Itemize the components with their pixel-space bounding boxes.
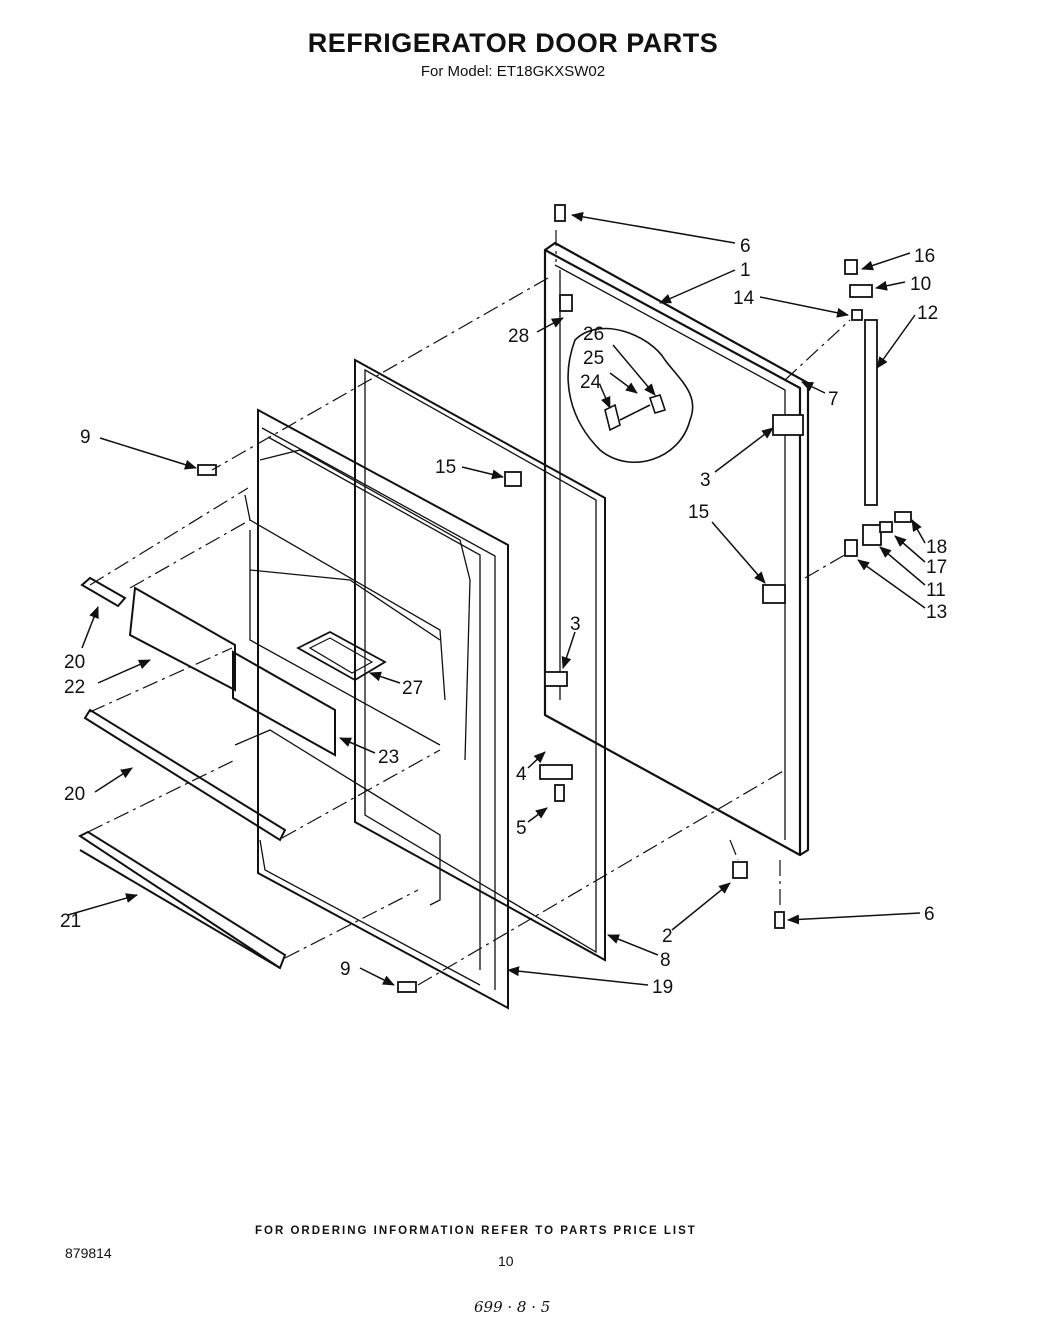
callout: 9 xyxy=(80,427,91,448)
callout: 6 xyxy=(924,904,935,925)
callout: 7 xyxy=(828,389,839,410)
alignment-lines xyxy=(87,230,851,986)
butter-door xyxy=(296,630,387,682)
model-subtitle: For Model: ET18GKXSW02 xyxy=(420,63,606,80)
callout: 14 xyxy=(733,288,755,309)
page-title: REFRIGERATOR DOOR PARTS xyxy=(307,28,719,58)
callout: 5 xyxy=(516,818,527,839)
callout: 27 xyxy=(402,678,423,699)
callout: 12 xyxy=(917,303,938,324)
callout: 15 xyxy=(688,502,709,523)
callout: 4 xyxy=(516,764,527,785)
handwritten-note: 699 · 8 · 5 xyxy=(474,1298,551,1316)
callout: 20 xyxy=(64,652,85,673)
callout: 25 xyxy=(583,348,604,369)
callout: 10 xyxy=(910,274,931,295)
page-number: 10 xyxy=(498,1253,514,1269)
callout: 23 xyxy=(378,747,399,768)
shelf-rails xyxy=(78,576,287,970)
door-bins xyxy=(128,586,336,757)
callout: 8 xyxy=(660,950,671,971)
callout: 13 xyxy=(926,602,947,623)
callout: 22 xyxy=(64,677,85,698)
hinge-hardware xyxy=(197,204,912,993)
callout: 18 xyxy=(926,537,947,558)
callout: 24 xyxy=(580,372,602,393)
callout: 16 xyxy=(914,246,935,267)
callout-numbers: 6 1 16 10 14 12 28 26 25 24 7 9 15 3 15 … xyxy=(60,236,947,998)
door-gasket xyxy=(354,358,606,962)
callout: 3 xyxy=(700,470,711,491)
detail-bubble xyxy=(567,327,694,464)
callout: 21 xyxy=(60,911,81,932)
callout: 17 xyxy=(926,557,947,578)
callout: 11 xyxy=(926,580,946,601)
door-liner xyxy=(234,408,509,1010)
callout: 15 xyxy=(435,457,456,478)
leader-arrows xyxy=(67,211,926,986)
callout: 19 xyxy=(652,977,673,998)
callout: 26 xyxy=(583,324,604,345)
callout: 28 xyxy=(508,326,529,347)
callout: 20 xyxy=(64,784,85,805)
callout: 1 xyxy=(740,260,751,281)
ordering-note: FOR ORDERING INFORMATION REFER TO PARTS … xyxy=(255,1225,697,1237)
callout: 6 xyxy=(740,236,751,257)
callout: 9 xyxy=(340,959,351,980)
callout: 3 xyxy=(570,614,581,635)
document-number: 879814 xyxy=(65,1245,112,1261)
callout: 2 xyxy=(662,926,673,947)
